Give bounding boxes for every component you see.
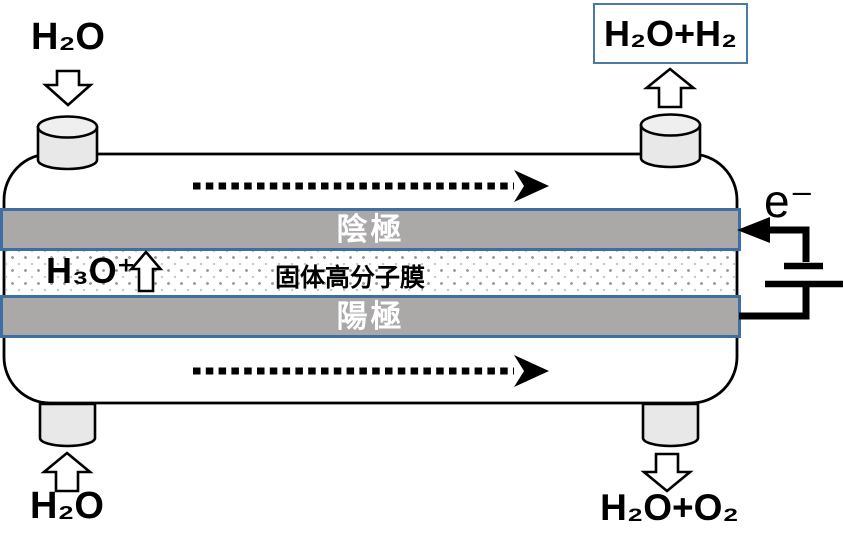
anode-label: 陽極 [336, 299, 405, 334]
electron-label: e⁻ [764, 175, 814, 227]
outlet-arrow-bottom-right-icon [640, 452, 694, 493]
port-top-left [36, 115, 99, 171]
hydronium-ion-label: H₃O⁺ [46, 250, 136, 291]
battery-icon [765, 262, 843, 288]
flow-arrow-top-icon [193, 170, 549, 202]
anode-band: 陽極 [0, 295, 741, 338]
cathode-band: 陰極 [0, 208, 741, 251]
electron-circuit [737, 217, 843, 320]
flow-arrow-bottom-icon [193, 355, 549, 387]
inlet-label-top-left: H₂O [31, 16, 105, 58]
inlet-label-bottom-left: H₂O [30, 485, 104, 527]
outlet-label-bottom-right: H₂O+O₂ [600, 487, 739, 528]
outlet-arrow-top-right-icon [642, 67, 698, 109]
outlet-box-top-right: H₂O+H₂ [593, 3, 748, 64]
port-bottom-left [38, 402, 97, 448]
port-top-right [639, 113, 702, 169]
inlet-arrow-top-left-icon [42, 69, 94, 107]
port-bottom-right [641, 402, 700, 448]
wire-bottom [739, 287, 810, 320]
wire-top [767, 226, 810, 262]
cathode-label: 陰極 [336, 212, 405, 247]
outlet-label-top-right: H₂O+H₂ [603, 12, 737, 54]
